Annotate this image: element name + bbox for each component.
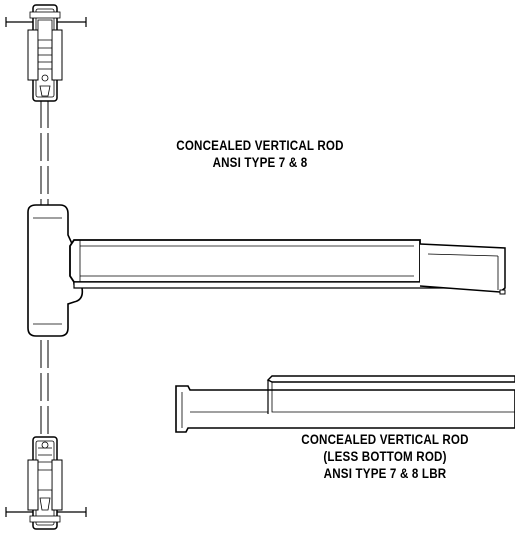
bottom-latch-assembly — [5, 436, 87, 530]
caption-line: CONCEALED VERTICAL ROD — [176, 138, 344, 153]
caption-line: CONCEALED VERTICAL ROD — [301, 432, 469, 447]
vertical-rod-bottom — [40, 340, 49, 440]
caption-concealed-vertical-rod-lbr: CONCEALED VERTICAL ROD (LESS BOTTOM ROD)… — [273, 431, 497, 482]
caption-line: ANSI TYPE 7 & 8 — [212, 155, 308, 170]
push-bar-main — [69, 239, 421, 283]
rail-main — [73, 243, 506, 295]
caption-line: ANSI TYPE 7 & 8 LBR — [323, 466, 447, 481]
chassis-end-cap — [27, 204, 84, 337]
push-bar-secondary — [175, 375, 515, 433]
caption-line: (LESS BOTTOM ROD) — [323, 449, 447, 464]
vertical-rod-top — [40, 100, 49, 210]
caption-concealed-vertical-rod: CONCEALED VERTICAL ROD ANSI TYPE 7 & 8 — [157, 137, 363, 171]
top-latch-assembly — [5, 4, 87, 102]
